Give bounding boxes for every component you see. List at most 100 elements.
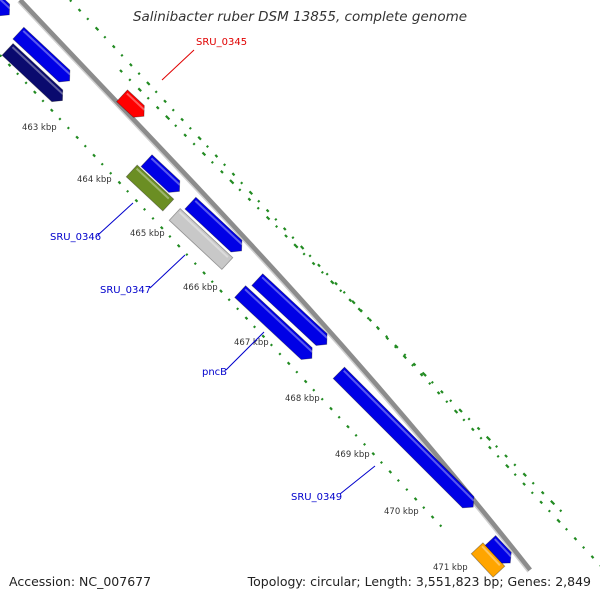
gene-dark-left-body <box>1 43 64 103</box>
gc-dot <box>274 217 278 221</box>
gc-dot <box>244 316 249 321</box>
gc-dot <box>388 470 393 474</box>
gene-forward-465-shine <box>194 200 243 246</box>
gc-dot <box>495 445 499 449</box>
gc-dot <box>269 343 273 347</box>
gc-dot <box>227 298 231 302</box>
gene-forward-467-shine <box>261 276 328 339</box>
gc-dot <box>137 87 142 92</box>
gc-dot <box>329 406 333 411</box>
gc-dot <box>240 181 244 185</box>
gene-forward-471-shine <box>494 538 512 558</box>
gc-dot <box>488 445 492 450</box>
gc-dot <box>126 189 130 193</box>
gene-edge-body <box>0 0 11 17</box>
gene-forward-471-body <box>483 535 512 564</box>
gc-dot <box>192 142 196 146</box>
map-title: Salinibacter ruber DSM 13855, complete g… <box>132 9 468 25</box>
gc-dot <box>185 253 189 257</box>
gc-dot <box>77 8 82 13</box>
gc-dot <box>346 424 350 429</box>
gene-sru-0345 <box>116 89 146 118</box>
gc-dot <box>300 245 305 250</box>
gc-dot <box>229 179 235 185</box>
gc-dot <box>556 518 561 524</box>
gc-dot <box>183 133 188 138</box>
gene-features <box>0 0 512 578</box>
gene-forward-464-shine <box>150 157 181 186</box>
gc-dot <box>337 415 341 419</box>
gc-dot <box>539 500 544 505</box>
gc-dot <box>214 154 219 158</box>
gene-sru-0345-shine <box>126 92 146 111</box>
gc-dot <box>137 72 141 76</box>
tick-label: 471 kbp <box>433 563 468 573</box>
gc-dot <box>496 454 500 458</box>
gc-dot <box>485 435 491 441</box>
gc-dot <box>453 409 459 414</box>
gene-forward-467 <box>251 273 328 346</box>
gc-dot <box>205 145 209 149</box>
gc-dot <box>210 160 214 164</box>
gc-dot <box>530 491 534 495</box>
gc-dot <box>111 44 116 49</box>
gc-dot <box>513 473 517 477</box>
gc-dot <box>146 81 151 86</box>
gc-dot <box>247 197 252 202</box>
gc-dot <box>505 464 510 469</box>
gc-dot <box>445 400 449 404</box>
gc-dot <box>103 35 107 39</box>
gc-dot <box>16 72 20 76</box>
gc-dot <box>100 162 104 166</box>
gene-sru-0349 <box>332 366 475 509</box>
gc-dot <box>470 427 475 432</box>
gene-forward-464-body <box>140 154 181 193</box>
gc-dot <box>219 289 223 293</box>
gene-upper-left-shine <box>22 30 71 76</box>
gc-dot <box>396 479 400 483</box>
gc-dot <box>449 399 453 403</box>
gc-dot <box>582 546 586 549</box>
gene-sru-0349-body <box>332 366 475 509</box>
gc-dot <box>375 325 380 330</box>
gc-dot <box>201 151 207 157</box>
gene-orange-471-shine <box>481 545 501 567</box>
gc-dot <box>174 124 178 128</box>
gc-dot <box>86 17 90 21</box>
gc-dot <box>119 69 123 73</box>
gc-dot <box>7 63 12 67</box>
gene-forward-465 <box>184 196 243 253</box>
label-leader-line <box>97 202 134 236</box>
gc-dot <box>342 290 346 294</box>
gene-sru-0345-body <box>116 89 145 118</box>
gc-dot <box>403 353 407 357</box>
gene-sru-0347-shine <box>178 211 229 258</box>
gc-dot <box>117 180 122 185</box>
gc-dot <box>265 208 270 213</box>
gc-dot <box>58 117 62 121</box>
gene-sru-0346-body <box>125 164 175 212</box>
gc-dot <box>193 262 197 266</box>
gene-sru-0346-shine <box>135 167 170 200</box>
gc-dot <box>134 198 139 203</box>
gc-dot <box>155 105 160 110</box>
gc-dot <box>69 0 73 3</box>
gc-dot <box>462 418 466 422</box>
gc-dot <box>171 108 175 112</box>
gene-pncb-shine <box>244 288 314 353</box>
genome-summary: Topology: circular; Length: 3,551,823 bp… <box>247 574 591 589</box>
gene-sru-0347 <box>168 208 234 270</box>
label-leader-line <box>161 49 195 81</box>
gc-dot <box>154 90 158 94</box>
gc-dot <box>49 108 54 113</box>
gc-dot <box>256 206 260 210</box>
gene-label: SRU_0345 <box>196 37 247 48</box>
gc-dot <box>422 506 426 510</box>
gc-dot <box>476 426 481 431</box>
gc-dot <box>176 244 181 248</box>
gc-dot <box>371 451 376 456</box>
gc-dot <box>253 325 257 329</box>
gc-content-dots <box>0 0 600 567</box>
